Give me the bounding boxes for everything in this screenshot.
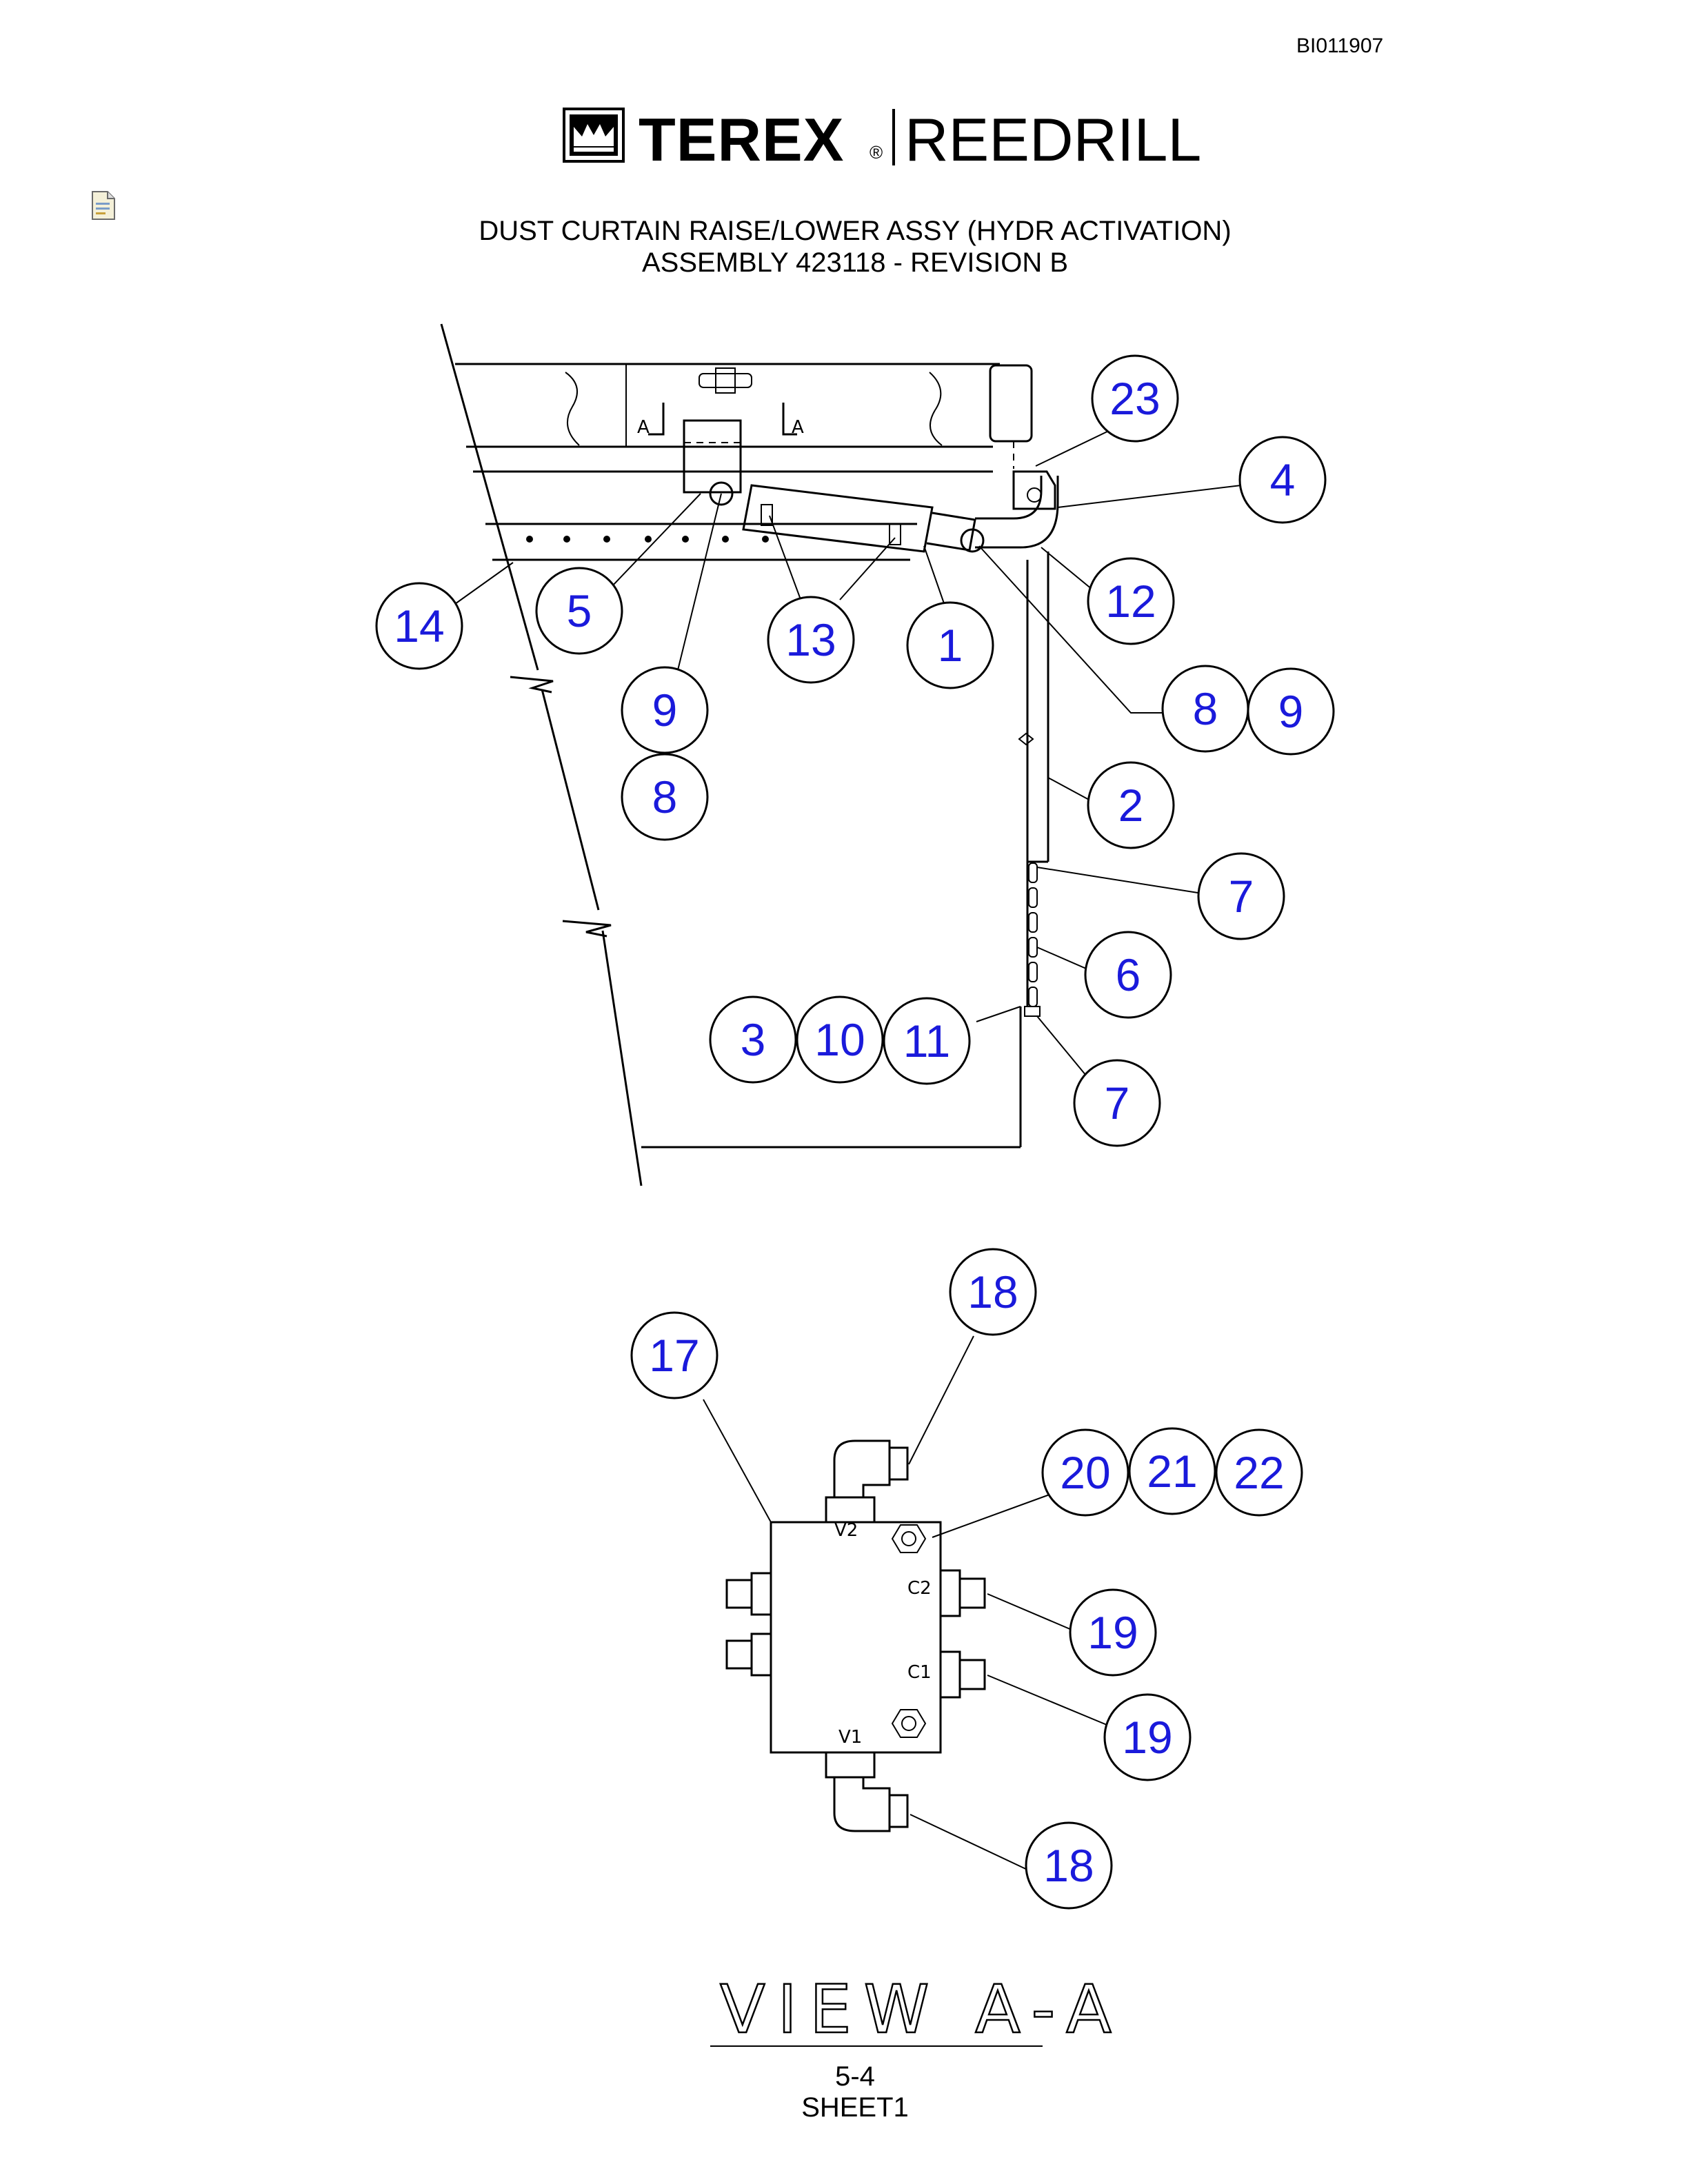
svg-text:2: 2 [1118,780,1144,831]
svg-text:8: 8 [652,771,678,822]
balloon: 22 [1215,1428,1303,1517]
leader-lines-lower [703,1335,1111,1872]
svg-text:3: 3 [741,1014,766,1065]
svg-text:18: 18 [967,1266,1018,1317]
balloon: 2 [1087,761,1175,849]
page-number: 5-4 [835,2061,875,2092]
svg-text:9: 9 [1278,686,1304,737]
section-marker: A A [637,367,804,438]
svg-text:21: 21 [1147,1446,1197,1497]
section-marker-left: A [637,417,650,438]
balloon: 18 [949,1248,1037,1336]
balloon: 13 [767,596,855,684]
svg-text:7: 7 [1105,1078,1130,1129]
title-line-1: DUST CURTAIN RAISE/LOWER ASSY (HYDR ACTI… [479,216,1232,246]
svg-text:10: 10 [814,1014,865,1065]
port-label-v2: V2 [834,1520,858,1541]
terex-reedrill-logo: TEREX ® REEDRILL [563,103,1201,174]
svg-text:22: 22 [1234,1447,1284,1498]
svg-text:18: 18 [1043,1840,1094,1891]
balloon: 3 [709,995,797,1084]
balloon: 8 [1161,665,1249,753]
svg-text:14: 14 [394,600,444,651]
svg-text:17: 17 [649,1330,699,1381]
leader-lines-upper [454,429,1242,1080]
balloon: 10 [796,995,884,1084]
svg-text:12: 12 [1105,576,1156,627]
balloon: 6 [1084,931,1172,1019]
svg-text:23: 23 [1109,373,1160,424]
frame-outline [440,323,1049,1186]
view-label: VIEW A-A [710,1970,1124,2049]
logo-terex-text: TEREX [639,105,845,174]
logo-registered-mark: ® [870,142,883,163]
balloon: 9 [1247,667,1335,756]
balloon: 20 [1041,1428,1129,1517]
logo-divider [892,109,895,165]
document-icon[interactable] [90,190,117,221]
svg-text:13: 13 [785,614,836,665]
sheet-label: SHEET1 [801,2092,909,2123]
balloon: 12 [1087,557,1175,645]
balloon: 8 [621,753,709,841]
balloon: 14 [375,582,463,670]
svg-text:20: 20 [1060,1447,1110,1498]
balloon: 7 [1197,852,1285,940]
view-a-a-label: VIEW A-A [720,1971,1124,2048]
port-label-c2: C2 [907,1578,932,1599]
balloon: 19 [1069,1588,1157,1677]
chain [1024,862,1041,1017]
port-label-v1: V1 [838,1727,862,1748]
svg-text:19: 19 [1087,1607,1138,1658]
port-label-c1: C1 [907,1662,932,1683]
balloon: 4 [1238,436,1327,524]
svg-text:7: 7 [1229,871,1254,922]
balloon: 1 [906,601,994,689]
svg-text:1: 1 [938,620,963,671]
svg-text:5: 5 [567,585,592,636]
balloon: 7 [1073,1059,1161,1147]
svg-text:19: 19 [1122,1712,1172,1763]
balloon: 21 [1128,1427,1216,1515]
balloon: 18 [1025,1821,1113,1910]
logo-reedrill-text: REEDRILL [905,105,1202,174]
svg-text:6: 6 [1116,949,1141,1000]
balloon: 9 [621,666,709,754]
page-footer: 5-4 SHEET1 [0,2061,1688,2123]
title-line-2: ASSEMBLY 423118 - REVISION B [641,247,1069,278]
hydraulic-cylinder [683,364,1059,553]
document-id: BI011907 [1296,34,1384,57]
terex-emblem-icon [563,108,625,163]
svg-text:11: 11 [903,1015,951,1066]
balloon: 19 [1103,1693,1192,1781]
balloon: 5 [535,567,623,655]
svg-text:8: 8 [1193,683,1218,734]
svg-text:4: 4 [1270,454,1296,505]
balloon: 17 [630,1311,719,1399]
balloon: 11 [883,997,971,1085]
balloon: 23 [1091,354,1179,443]
svg-text:9: 9 [652,685,678,736]
valve-block: V2 C2 C1 V1 [725,1439,986,1832]
drawing-title: DUST CURTAIN RAISE/LOWER ASSY (HYDR ACTI… [0,215,1688,279]
section-marker-right: A [792,417,804,438]
